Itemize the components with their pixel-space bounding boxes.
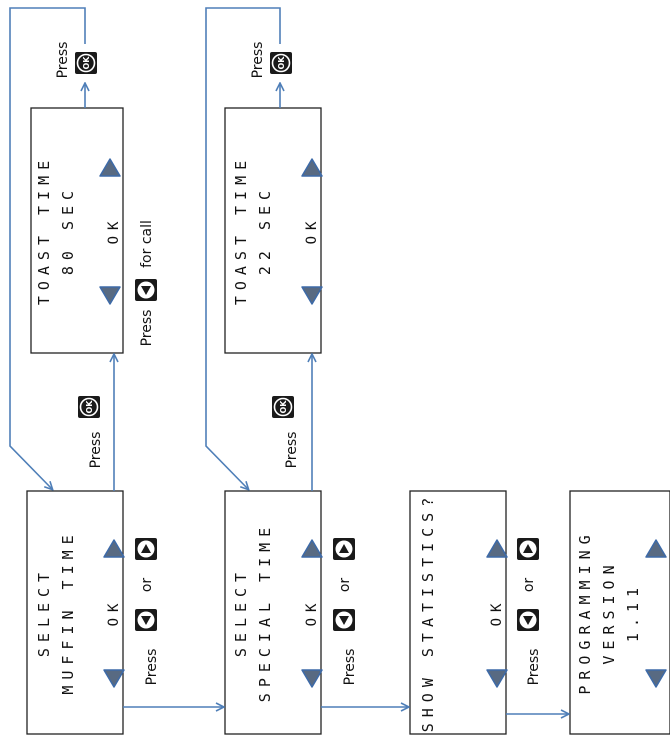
special-line1: SELECT xyxy=(232,567,250,657)
toast80-line1: TOAST TIME xyxy=(35,155,53,305)
svg-text:OK: OK xyxy=(279,400,288,414)
prog-down-arrow-icon xyxy=(645,669,667,688)
down-button-icon xyxy=(517,609,539,631)
press-label-top-1: Press xyxy=(55,42,71,79)
ok-button-icon: OK xyxy=(78,396,100,418)
screen-muffin xyxy=(26,490,124,735)
prog-line1: PROGRAMMING xyxy=(576,529,594,694)
special-down-arrow-icon xyxy=(301,669,323,688)
toast22-up-arrow-icon xyxy=(301,158,323,177)
toast22-line1: TOAST TIME xyxy=(232,155,250,305)
press-label-mid-2: Press xyxy=(284,432,300,469)
screen-toast-80 xyxy=(30,107,124,354)
press-label-stats: Press xyxy=(526,649,542,686)
up-button-icon xyxy=(517,538,539,560)
return-loop-special xyxy=(205,7,281,489)
muffin-down-arrow-icon xyxy=(103,669,125,688)
prog-line2: VERSION xyxy=(600,559,618,664)
stats-line1: SHOW STATISTICS? xyxy=(419,492,437,733)
for-call-label: for call xyxy=(139,220,155,268)
return-loop-muffin xyxy=(9,7,86,489)
up-button-icon xyxy=(333,538,355,560)
muffin-ok: OK xyxy=(106,598,122,627)
prog-line3: 1.11 xyxy=(624,582,642,642)
special-up-arrow-icon xyxy=(301,539,323,558)
press-label-muffin: Press xyxy=(144,649,160,686)
toast22-ok: OK xyxy=(304,216,320,245)
special-ok: OK xyxy=(304,598,320,627)
down-button-icon xyxy=(135,609,157,631)
muffin-line2: MUFFIN TIME xyxy=(59,529,77,694)
muffin-line1: SELECT xyxy=(35,567,53,657)
down-button-icon xyxy=(135,279,157,301)
toast22-down-arrow-icon xyxy=(301,286,323,305)
stats-ok: OK xyxy=(489,598,505,627)
press-label-special: Press xyxy=(342,649,358,686)
special-line2: SPECIAL TIME xyxy=(256,522,274,702)
ok-button-icon: OK xyxy=(270,52,292,74)
ok-button-icon: OK xyxy=(75,52,97,74)
up-button-icon xyxy=(135,538,157,560)
screen-toast-22 xyxy=(224,107,322,354)
screen-stats xyxy=(409,490,507,735)
toast80-down-arrow-icon xyxy=(99,286,121,305)
prog-up-arrow-icon xyxy=(645,539,667,558)
toast80-ok: OK xyxy=(106,216,122,245)
toast80-up-arrow-icon xyxy=(99,158,121,177)
toast80-line2: 80 SEC xyxy=(59,185,77,275)
or-label-stats: or xyxy=(521,578,537,593)
press-label-mid-1: Press xyxy=(88,432,104,469)
toast22-line2: 22 SEC xyxy=(256,185,274,275)
or-label-special: or xyxy=(337,578,353,593)
muffin-up-arrow-icon xyxy=(103,539,125,558)
screen-special xyxy=(224,490,322,735)
ok-button-icon: OK xyxy=(272,396,294,418)
stats-up-arrow-icon xyxy=(486,539,508,558)
press-label-call: Press xyxy=(139,310,155,347)
svg-text:OK: OK xyxy=(82,56,91,70)
stats-down-arrow-icon xyxy=(486,669,508,688)
down-button-icon xyxy=(333,609,355,631)
press-label-top-2: Press xyxy=(250,42,266,79)
svg-text:OK: OK xyxy=(85,400,94,414)
or-label-muffin: or xyxy=(139,578,155,593)
screen-programming xyxy=(569,490,670,735)
svg-text:OK: OK xyxy=(277,56,286,70)
